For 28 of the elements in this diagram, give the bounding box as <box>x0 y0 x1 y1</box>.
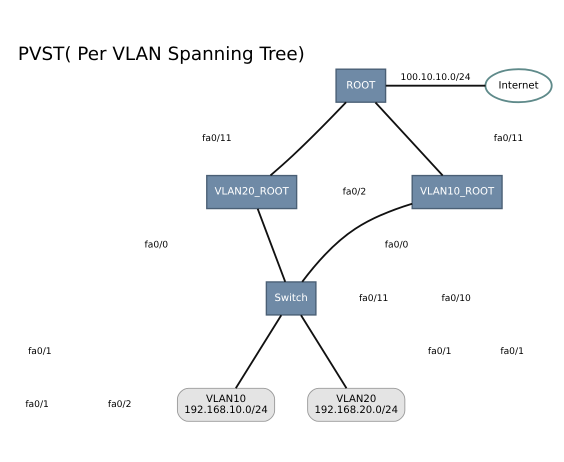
node-box: VLAN20_ROOT <box>206 174 298 209</box>
node-box: ROOT <box>335 68 386 102</box>
label: fa0/1 <box>500 345 524 356</box>
node-box: Switch <box>266 280 317 316</box>
label: fa0/2 <box>342 186 366 197</box>
label: fa0/2 <box>108 398 132 410</box>
label: fa0/11 <box>358 292 388 304</box>
node-box: VLAN20 192.168.20.0/24 <box>307 387 406 422</box>
node-box: VLAN10_ROOT <box>412 174 503 209</box>
connector <box>301 202 412 282</box>
label: fa0/0 <box>384 239 408 250</box>
connector <box>235 314 282 388</box>
edge-label: 100.10.10.0/24 <box>400 72 471 83</box>
diagram-title: PVST( Per VLAN Spanning Tree) <box>18 44 305 65</box>
label: fa0/1 <box>428 345 452 356</box>
label: fa0/1 <box>25 398 49 410</box>
connector <box>386 84 486 86</box>
connector <box>270 101 347 176</box>
label: fa0/11 <box>494 132 524 144</box>
label: fa0/11 <box>202 132 232 144</box>
connector <box>374 101 444 176</box>
node-box: VLAN10 192.168.10.0/24 <box>176 387 276 422</box>
label: fa0/1 <box>28 345 52 356</box>
connector <box>300 314 348 388</box>
label: fa0/10 <box>442 292 471 304</box>
node-ellipse: Internet <box>484 68 553 103</box>
connector <box>256 208 286 282</box>
label: fa0/0 <box>144 239 168 250</box>
